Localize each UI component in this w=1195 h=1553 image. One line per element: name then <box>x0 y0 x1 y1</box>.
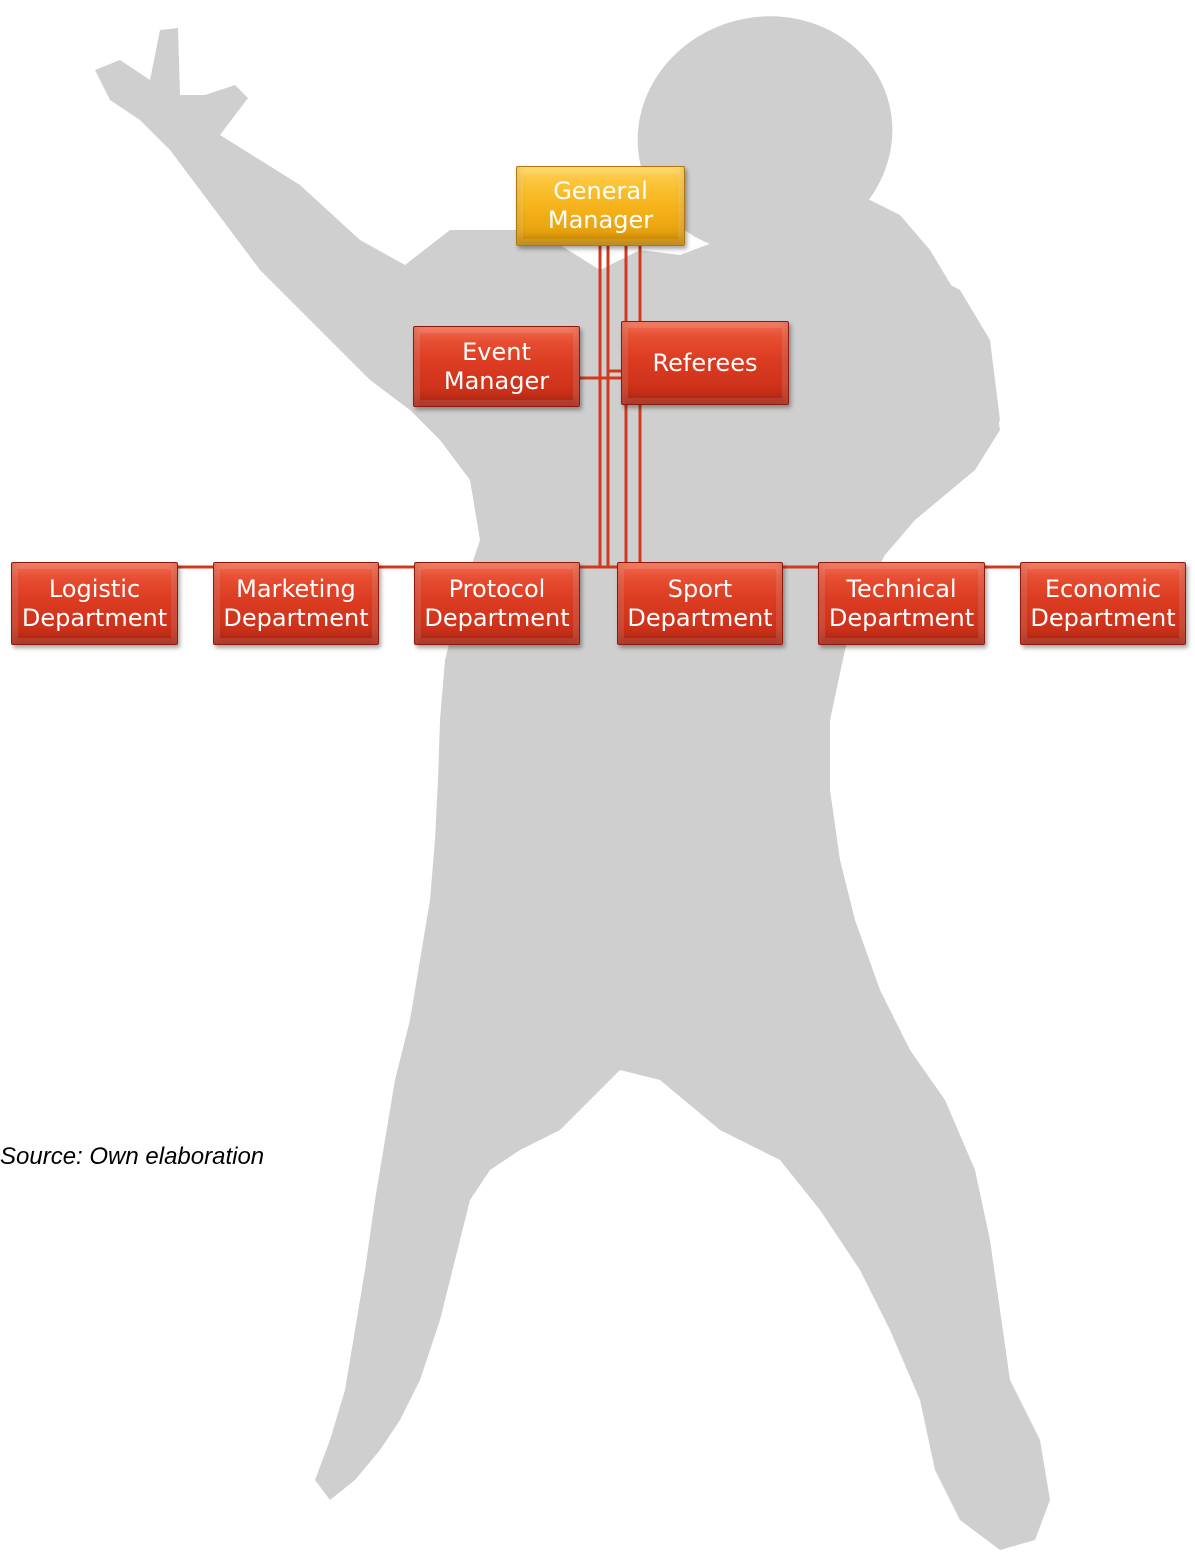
sport-department-label: Sport Department <box>627 574 773 632</box>
technical-department-box: Technical Department <box>818 562 985 645</box>
general-manager-label: General Manager <box>547 177 654 234</box>
protocol-department-label: Protocol Department <box>424 574 570 632</box>
economic-department-label: Economic Department <box>1030 574 1176 632</box>
technical-department-label: Technical Department <box>828 574 975 632</box>
event-manager-label: Event Manager <box>443 337 550 395</box>
logistic-department-label: Logistic Department <box>21 574 168 632</box>
logistic-department-box: Logistic Department <box>11 562 178 645</box>
event-manager-box: Event Manager <box>413 326 580 407</box>
marketing-department-label: Marketing Department <box>223 574 369 632</box>
source-caption: Source: Own elaboration <box>0 1143 265 1170</box>
referees-label: Referees <box>652 348 758 377</box>
general-manager-box: General Manager <box>516 166 685 246</box>
marketing-department-box: Marketing Department <box>213 562 379 645</box>
sport-department-box: Sport Department <box>617 562 783 645</box>
economic-department-box: Economic Department <box>1020 562 1186 645</box>
referees-box: Referees <box>621 321 789 405</box>
protocol-department-box: Protocol Department <box>414 562 580 645</box>
